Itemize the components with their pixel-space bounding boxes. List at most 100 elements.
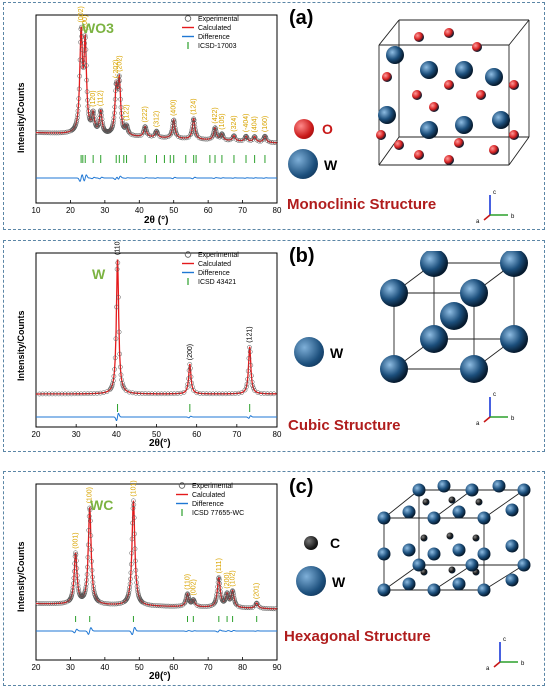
- experimental-point: [117, 78, 123, 84]
- tungsten-atom: [377, 511, 391, 525]
- oxygen-atom: [444, 155, 454, 165]
- hkl-label: (202): [116, 55, 123, 71]
- experimental-point: [223, 391, 229, 397]
- element-c-label: C: [330, 535, 341, 551]
- experimental-point: [236, 390, 241, 396]
- experimental-point: [129, 550, 135, 556]
- experimental-point: [93, 122, 99, 128]
- experimental-point: [136, 391, 142, 396]
- experimental-point: [141, 127, 147, 132]
- experimental-point: [77, 57, 83, 63]
- tungsten-atom: [427, 583, 441, 597]
- experimental-point: [271, 606, 276, 612]
- experimental-point: [253, 601, 259, 607]
- experimental-point: [84, 89, 90, 95]
- hkl-label: (400): [171, 100, 178, 116]
- experimental-point: [215, 584, 220, 590]
- experimental-point: [101, 390, 106, 395]
- experimental-point: [207, 391, 213, 397]
- experimental-point: [190, 120, 196, 126]
- tungsten-atom: [452, 577, 466, 591]
- hkl-label: (404): [252, 116, 259, 132]
- tungsten-atom: [420, 251, 448, 277]
- axes-triad-icon: cba: [476, 190, 515, 225]
- experimental-point: [78, 391, 84, 397]
- legend-label: ICSD 77655-WC: [192, 510, 244, 517]
- x-tick-label: 70: [204, 663, 213, 672]
- experimental-point: [131, 502, 137, 508]
- experimental-point: [245, 376, 250, 382]
- experimental-point: [249, 379, 255, 385]
- experimental-point: [139, 599, 144, 604]
- experimental-point: [110, 121, 116, 126]
- oxygen-atom: [444, 80, 454, 90]
- experimental-point: [159, 391, 164, 397]
- experimental-point: [233, 136, 239, 142]
- experimental-point: [88, 533, 94, 538]
- structure-name: Cubic Structure: [288, 417, 401, 434]
- experimental-point: [189, 380, 195, 386]
- chart-title: W: [92, 266, 106, 282]
- cell-edge: [483, 564, 525, 591]
- experimental-point: [171, 119, 177, 125]
- experimental-point: [254, 601, 260, 607]
- experimental-point: [111, 373, 117, 379]
- hkl-label: (102): [230, 570, 237, 586]
- experimental-point: [84, 572, 90, 577]
- oxygen-atom: [414, 32, 424, 42]
- experimental-point: [84, 577, 90, 583]
- experimental-point: [123, 388, 129, 393]
- x-tick-label: 60: [204, 206, 213, 215]
- experimental-point: [256, 138, 262, 144]
- tungsten-atom: [505, 573, 519, 587]
- experimental-point: [109, 126, 114, 132]
- tungsten-atom: [485, 68, 503, 86]
- experimental-point: [112, 355, 118, 361]
- tungsten-atom: [465, 558, 479, 572]
- experimental-point: [76, 103, 81, 109]
- experimental-point: [86, 527, 92, 533]
- experimental-point: [75, 583, 81, 588]
- experimental-point: [82, 40, 87, 46]
- experimental-point: [200, 391, 206, 396]
- tungsten-atom: [402, 543, 416, 557]
- tungsten-atom: [427, 511, 441, 525]
- tungsten-atom: [377, 547, 391, 561]
- tungsten-atom: [477, 547, 491, 561]
- experimental-point: [78, 26, 84, 32]
- tungsten-atom: [440, 302, 468, 330]
- experimental-point: [138, 598, 144, 603]
- axis-a: [483, 416, 491, 423]
- oxygen-atom: [376, 130, 386, 140]
- experimental-point: [143, 125, 149, 131]
- oxygen-atom: [412, 90, 422, 100]
- difference-curve: [36, 174, 277, 182]
- experimental-point: [265, 391, 270, 397]
- experimental-point: [68, 595, 73, 601]
- tungsten-atom: [402, 505, 416, 519]
- experimental-point: [242, 387, 248, 393]
- experimental-point: [91, 589, 97, 594]
- experimental-point: [83, 63, 89, 68]
- experimental-point: [229, 391, 235, 396]
- experimental-point: [218, 589, 223, 595]
- experimental-point: [252, 134, 258, 139]
- tungsten-atom: [492, 480, 506, 493]
- experimental-point: [76, 96, 82, 101]
- experimental-point: [80, 58, 85, 63]
- experimental-point: [197, 391, 203, 396]
- experimental-point: [71, 575, 77, 581]
- hkl-label: (121): [247, 326, 254, 342]
- cell-edge: [433, 489, 473, 519]
- experimental-point: [87, 507, 93, 513]
- x-axis-label: 2θ(°): [149, 671, 171, 682]
- experimental-point: [130, 390, 135, 396]
- hkl-label: (422): [212, 107, 219, 123]
- experimental-point: [116, 294, 121, 300]
- experimental-point: [79, 47, 85, 52]
- hkl-label: (222): [142, 106, 149, 122]
- experimental-point: [59, 391, 65, 397]
